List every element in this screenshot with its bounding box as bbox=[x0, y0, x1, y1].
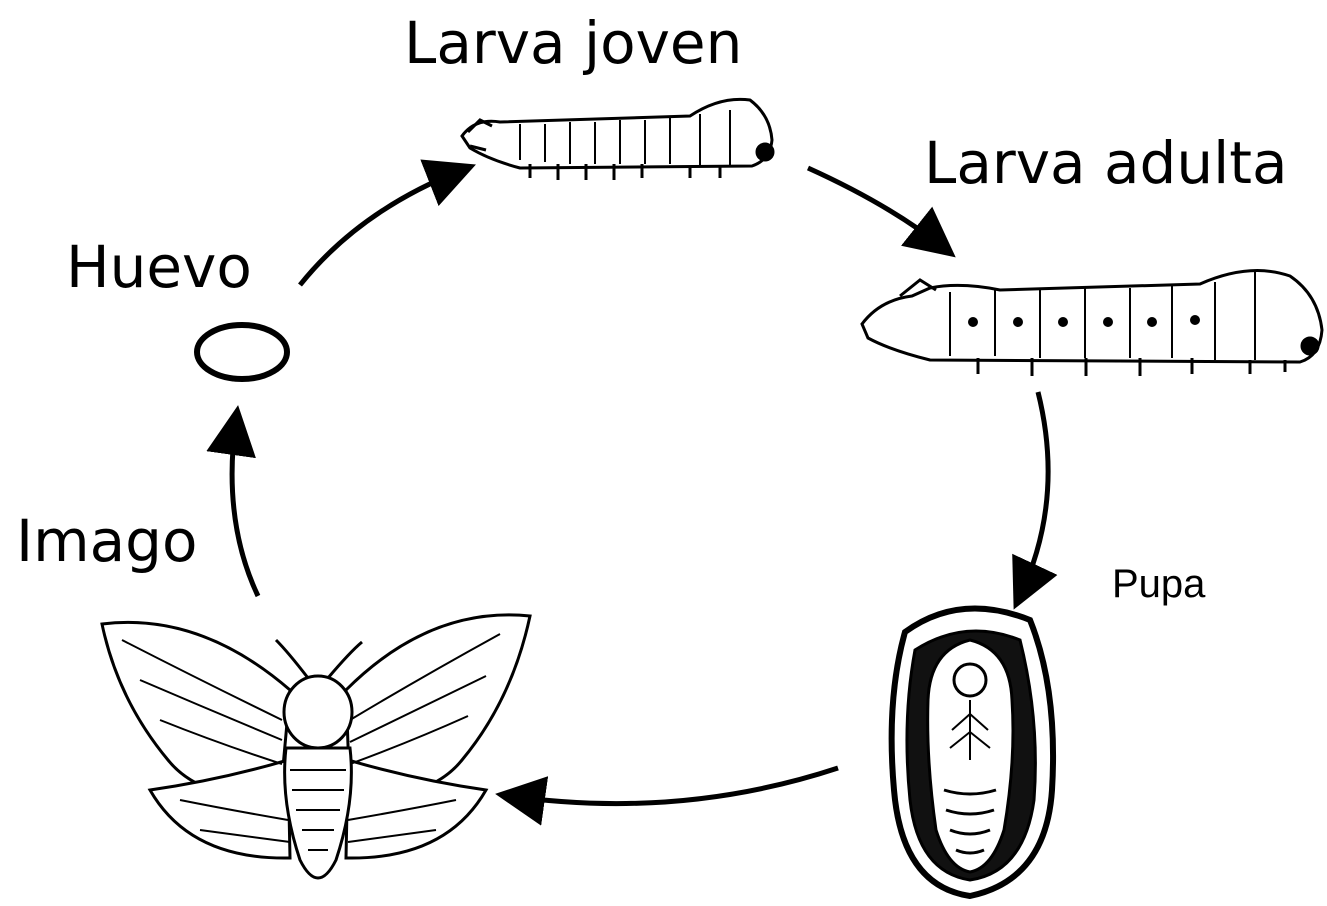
adult-larva-icon bbox=[862, 271, 1322, 376]
label-larva-joven: Larva joven bbox=[404, 14, 742, 72]
egg-icon bbox=[197, 325, 287, 379]
label-pupa: Pupa bbox=[1112, 564, 1205, 604]
moth-icon bbox=[102, 615, 530, 878]
label-huevo: Huevo bbox=[66, 238, 252, 296]
pupa-icon bbox=[892, 608, 1053, 896]
label-larva-adulta: Larva adulta bbox=[924, 134, 1288, 192]
label-imago: Imago bbox=[16, 512, 197, 570]
young-larva-icon bbox=[462, 99, 773, 180]
arrow-adult-larva-to-pupa bbox=[1020, 392, 1048, 596]
arrow-imago-to-egg bbox=[232, 420, 258, 596]
arrow-egg-to-young-larva bbox=[300, 170, 462, 285]
arrow-pupa-to-imago bbox=[510, 768, 838, 804]
